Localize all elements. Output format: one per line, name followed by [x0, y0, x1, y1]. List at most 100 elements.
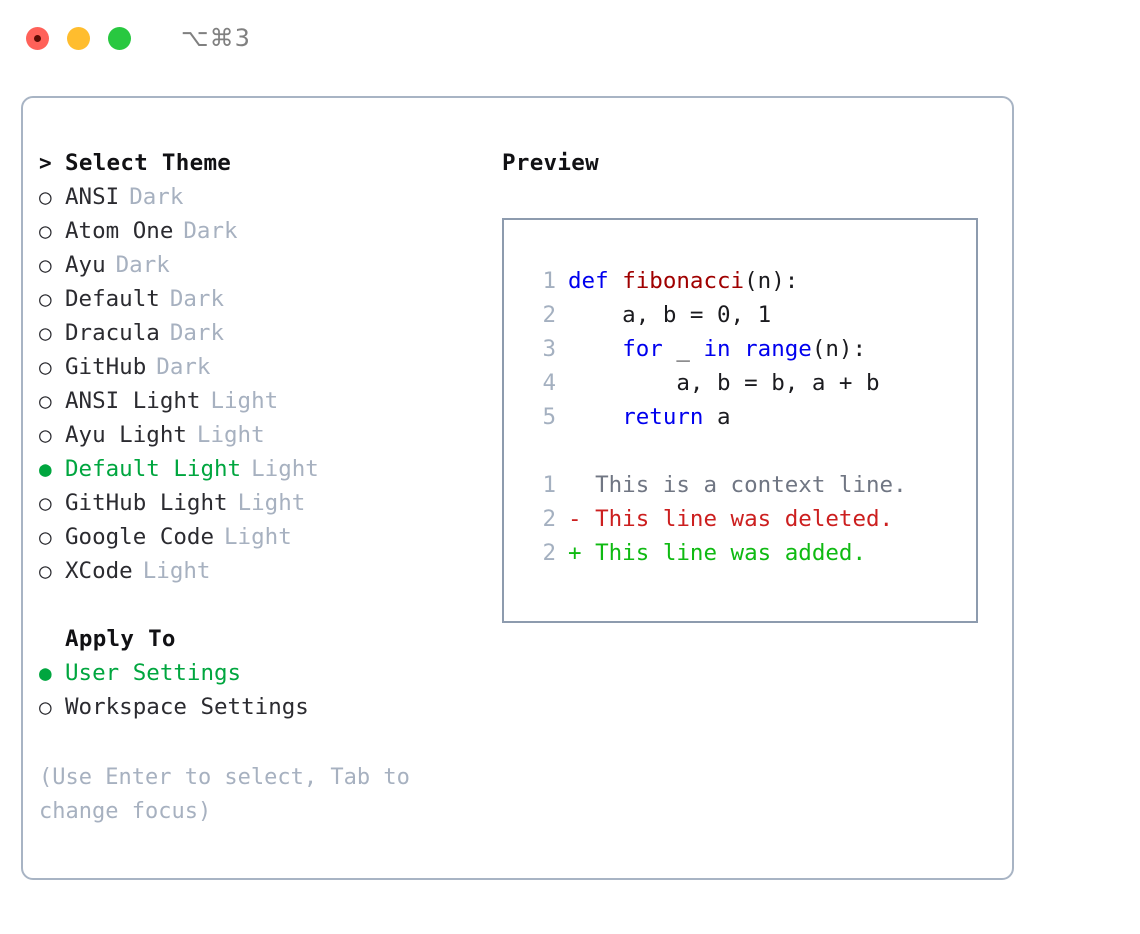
theme-variant-tag: Light	[196, 422, 265, 448]
maximize-button[interactable]	[108, 26, 131, 50]
select-theme-heading: > Select Theme	[39, 146, 499, 180]
caret-icon: >	[39, 151, 52, 175]
theme-option-label: GitHub	[65, 354, 147, 380]
radio-unselected-icon: ○	[39, 219, 52, 243]
theme-option-atom-one[interactable]: ○ Atom One Dark	[39, 214, 499, 248]
radio-unselected-icon: ○	[39, 355, 52, 379]
traffic-light-group	[26, 26, 131, 50]
theme-option-label: Dracula	[65, 320, 160, 346]
radio-unselected-icon: ○	[39, 185, 52, 209]
code-line-text: def fibonacci(n):	[568, 264, 798, 298]
code-line-text: for _ in range(n):	[568, 332, 866, 366]
theme-option-label: Ayu	[65, 252, 106, 278]
select-theme-heading-label: Select Theme	[65, 150, 232, 176]
theme-variant-tag: Light	[237, 490, 306, 516]
diff-line-text: + This line was added.	[568, 540, 867, 566]
theme-option-google-code[interactable]: ○ Google Code Light	[39, 520, 499, 554]
theme-option-label: GitHub Light	[65, 490, 228, 516]
theme-option-label: XCode	[65, 558, 133, 584]
code-line: 3 for _ in range(n):	[522, 332, 976, 366]
close-button[interactable]	[26, 26, 49, 50]
theme-variant-tag: Dark	[183, 218, 238, 244]
theme-variant-tag: Dark	[169, 320, 225, 346]
theme-option-ansi-light[interactable]: ○ ANSI Light Light	[39, 384, 499, 418]
code-line-text: return a	[568, 400, 731, 434]
code-token-plain: a	[703, 404, 731, 430]
theme-variant-tag: Dark	[156, 354, 211, 380]
apply-to-indent	[39, 622, 65, 656]
theme-option-dracula[interactable]: ○ Dracula Dark	[39, 316, 499, 350]
radio-unselected-icon: ○	[39, 491, 52, 515]
theme-option-label: Ayu Light	[65, 422, 187, 448]
theme-option-label: ANSI	[65, 184, 120, 210]
theme-option-github[interactable]: ○ GitHub Dark	[39, 350, 499, 384]
code-token-plain: a, b = b, a + b	[568, 370, 880, 396]
radio-unselected-icon: ○	[39, 389, 52, 413]
apply-to-option-user-settings[interactable]: ●User Settings	[39, 656, 499, 690]
code-line: 2 a, b = 0, 1	[522, 298, 976, 332]
diff-line-text: This is a context line.	[568, 472, 907, 498]
apply-to-options-list: ●User Settings○Workspace Settings	[39, 656, 499, 724]
minimize-button[interactable]	[67, 26, 90, 50]
keyboard-hint: (Use Enter to select, Tab to change focu…	[39, 765, 424, 824]
theme-option-label: Atom One	[65, 218, 174, 244]
theme-variant-tag: Light	[224, 524, 292, 550]
code-token-kw: in	[703, 336, 731, 362]
theme-option-label: Default Light	[65, 456, 242, 482]
theme-option-github-light[interactable]: ○ GitHub Light Light	[39, 486, 499, 520]
radio-unselected-icon: ○	[39, 525, 52, 549]
code-token-plain: (n):	[811, 336, 867, 362]
title-bar: ⌥⌘3	[0, 0, 1140, 76]
theme-option-label: Default	[65, 286, 160, 312]
diff-sample: 1 This is a context line. 2 - This line wa…	[522, 468, 976, 570]
radio-unselected-icon: ○	[39, 695, 52, 719]
code-line: 4 a, b = b, a + b	[522, 366, 976, 400]
code-line-number: 3	[542, 336, 556, 362]
diff-line-number: 1	[542, 472, 556, 498]
preview-divider-gap	[522, 434, 976, 468]
code-token-plain	[568, 336, 622, 362]
theme-option-label: ANSI Light	[65, 388, 201, 414]
theme-variant-tag: Dark	[129, 184, 184, 210]
code-line: 1 def fibonacci(n):	[522, 264, 976, 298]
code-token-kw: def	[568, 268, 623, 294]
diff-line-deleted: 2 - This line was deleted.	[522, 502, 976, 536]
code-line-number: 5	[542, 404, 556, 430]
apply-to-heading: Apply To	[39, 622, 499, 656]
theme-variant-tag: Dark	[169, 286, 225, 312]
theme-variant-tag: Light	[251, 456, 319, 482]
theme-option-label: Google Code	[65, 524, 215, 550]
radio-unselected-icon: ○	[39, 321, 52, 345]
code-token-plain: _	[662, 336, 704, 362]
radio-selected-icon: ●	[39, 661, 52, 685]
code-token-plain: a, b = 0, 1	[568, 302, 772, 328]
diff-line-number: 2	[542, 506, 556, 532]
code-line-number: 1	[542, 268, 556, 294]
code-line-text: a, b = b, a + b	[568, 366, 880, 400]
code-token-plain: (n):	[744, 268, 799, 294]
diff-line-context: 1 This is a context line.	[522, 468, 976, 502]
apply-to-option-workspace-settings[interactable]: ○Workspace Settings	[39, 690, 499, 724]
radio-unselected-icon: ○	[39, 423, 52, 447]
diff-line-text: - This line was deleted.	[568, 506, 894, 532]
theme-variant-tag: Light	[142, 558, 211, 584]
diff-line-number: 2	[542, 540, 556, 566]
theme-option-ansi[interactable]: ○ ANSI Dark	[39, 180, 499, 214]
theme-option-ayu-light[interactable]: ○ Ayu Light Light	[39, 418, 499, 452]
radio-unselected-icon: ○	[39, 253, 52, 277]
code-line-number: 2	[542, 302, 556, 328]
code-token-kw: for	[622, 336, 663, 362]
preview-title: Preview	[502, 150, 599, 176]
shortcut-label: ⌥⌘3	[181, 24, 251, 52]
code-token-kw: range	[744, 336, 812, 362]
theme-variant-tag: Light	[210, 388, 279, 414]
